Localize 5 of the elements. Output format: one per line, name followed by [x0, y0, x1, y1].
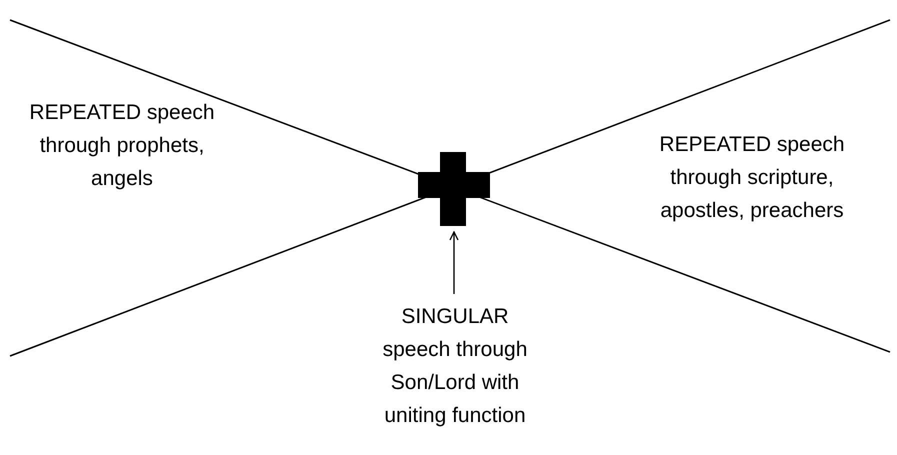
arrow	[449, 231, 459, 294]
description-text: REPEATED speech through prophets, angels	[28, 100, 216, 192]
description-text: SINGULAR speech through Son/Lord with uniting function	[368, 300, 542, 432]
description-text: REPEATED speech through scripture, apostles, preachers	[658, 132, 846, 224]
cross-symbol	[418, 152, 490, 226]
